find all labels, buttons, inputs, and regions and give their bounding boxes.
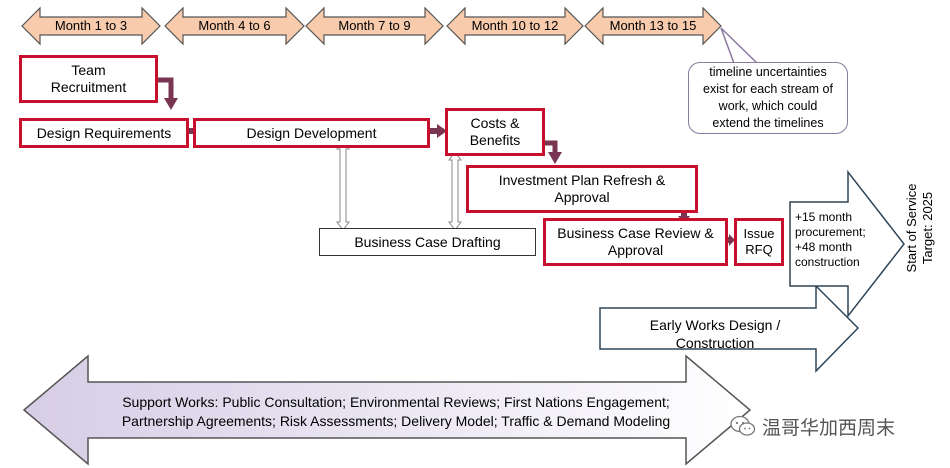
support-works-text: Support Works: Public Consultation; Envi…	[96, 393, 696, 431]
investment-plan-box: Investment Plan Refresh & Approval	[466, 165, 698, 213]
month-label-1: Month 1 to 3	[54, 18, 128, 33]
costs-benefits-label: Costs & Benefits	[469, 115, 521, 148]
start-of-service-arrow	[789, 169, 905, 319]
support-works-line-2: Partnership Agreements; Risk Assessments…	[121, 413, 671, 429]
month-arrow-1	[21, 6, 161, 46]
business-case-review-label: Business Case Review & Approval	[557, 225, 714, 258]
month-arrow-3	[305, 6, 444, 46]
month-label-4: Month 10 to 12	[471, 18, 559, 33]
design-development-box: Design Development	[193, 118, 430, 148]
design-requirements-label: Design Requirements	[36, 124, 172, 141]
review-to-rfq-connector	[726, 234, 735, 246]
support-works-arrow	[22, 354, 752, 466]
team-recruitment-label: Team Recruitment	[50, 62, 127, 95]
month-label-5: Month 13 to 15	[609, 18, 697, 33]
month-arrow-5	[584, 6, 722, 46]
investment-plan-label: Investment Plan Refresh & Approval	[498, 172, 666, 205]
issue-rfq-label: Issue RFQ	[743, 226, 775, 257]
support-works-line-1: Support Works: Public Consultation; Envi…	[122, 394, 670, 410]
note-callout-tail	[720, 27, 762, 67]
early-works-label: Early Works Design / Construction	[649, 317, 781, 351]
team-recruitment-box: Team Recruitment	[19, 55, 158, 103]
month-label-2: Month 4 to 6	[198, 18, 271, 33]
procurement-construction-text: +15 month procurement; +48 month constru…	[795, 210, 866, 269]
start-of-service-target: Target: 2025	[920, 191, 935, 265]
business-case-review-box: Business Case Review & Approval	[543, 218, 728, 266]
costs-benefits-box: Costs & Benefits	[445, 108, 545, 156]
development-drafting-link-arrow	[336, 140, 350, 231]
costs-to-investment-connector	[545, 140, 562, 164]
timeline-uncertainty-note: timeline uncertainties exist for each st…	[688, 62, 848, 134]
wechat-icon	[730, 415, 756, 436]
development-to-costs-connector	[430, 124, 447, 138]
design-requirements-box: Design Requirements	[19, 118, 189, 148]
month-arrow-4	[446, 6, 584, 46]
costs-drafting-link-arrow	[448, 151, 462, 231]
team-recruitment-connector	[158, 77, 178, 110]
early-works-arrow	[599, 284, 860, 373]
timeline-uncertainty-text: timeline uncertainties exist for each st…	[703, 65, 833, 130]
business-case-drafting-box: Business Case Drafting	[319, 228, 536, 256]
issue-rfq-box: Issue RFQ	[734, 218, 784, 266]
watermark: 温哥华加西周末	[730, 413, 895, 439]
month-label-3: Month 7 to 9	[338, 18, 411, 33]
month-arrow-2	[164, 6, 305, 46]
watermark-text: 温哥华加西周末	[762, 416, 896, 439]
business-case-drafting-label: Business Case Drafting	[354, 233, 501, 250]
design-development-label: Design Development	[246, 124, 377, 141]
start-of-service-title: Start of Service	[904, 183, 919, 273]
